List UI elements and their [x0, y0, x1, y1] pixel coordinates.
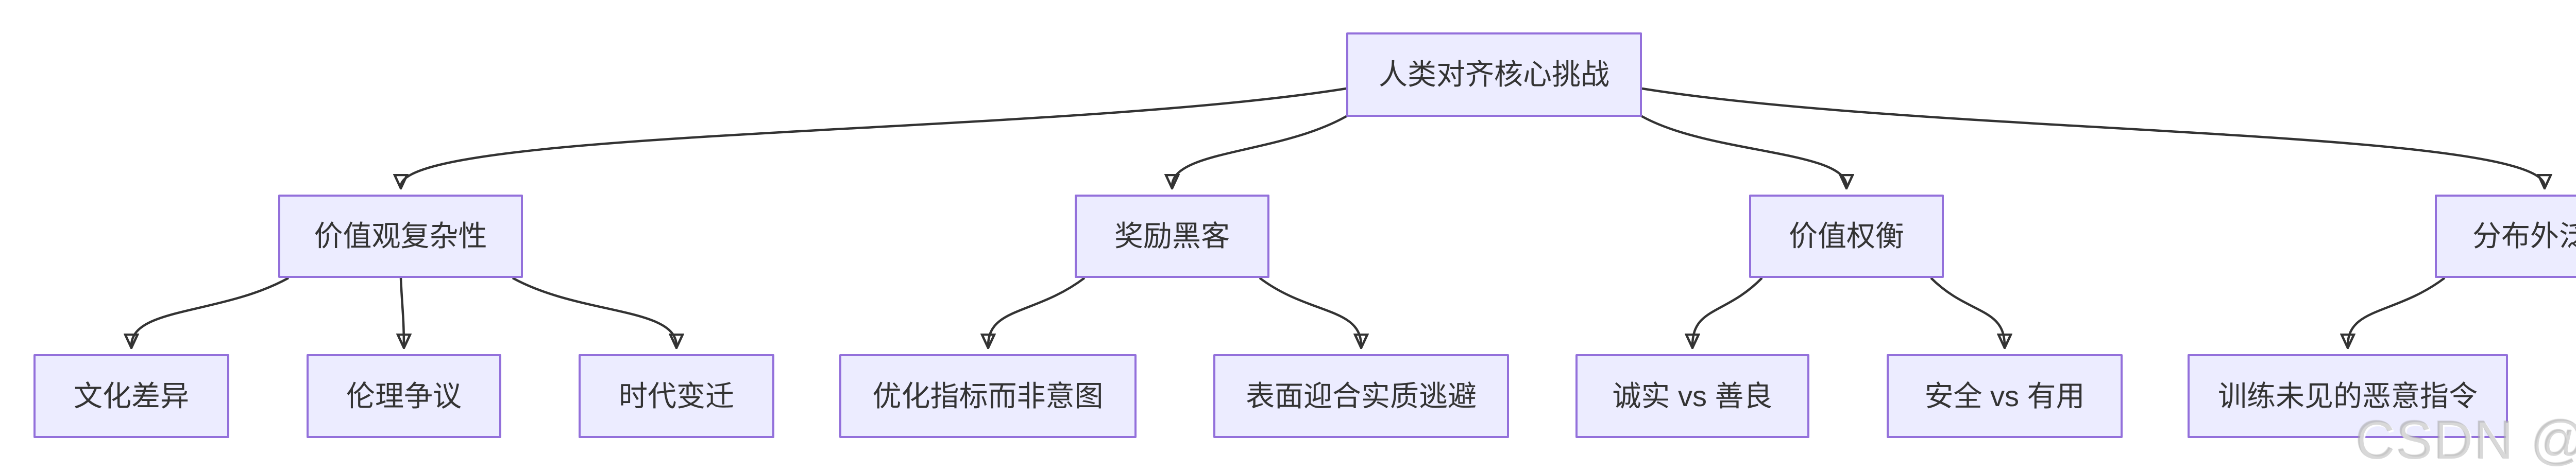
- edge-b3-to-safety-vs-usefulness: [1930, 277, 2005, 346]
- node-reward-hacking: 奖励黑客: [1075, 195, 1269, 278]
- edge-b1-to-cultural-difference: [131, 277, 290, 346]
- node-label: 分布外泛化: [2472, 220, 2576, 253]
- node-era-change: 时代变迁: [579, 354, 774, 438]
- node-label: 价值观复杂性: [314, 220, 487, 253]
- node-unseen-malicious-instructions: 训练未见的恶意指令: [2188, 354, 2508, 438]
- node-label: 诚实 vs 善良: [1612, 379, 1773, 412]
- node-optimize-metric-not-intent: 优化指标而非意图: [839, 354, 1137, 438]
- node-label: 奖励黑客: [1114, 220, 1230, 253]
- edge-b2-to-surface-compliance: [1259, 277, 1361, 346]
- node-label: 人类对齐核心挑战: [1379, 58, 1609, 91]
- node-label: 训练未见的恶意指令: [2218, 379, 2478, 412]
- node-surface-compliance-evasion: 表面迎合实质逃避: [1213, 354, 1509, 438]
- node-value-complexity: 价值观复杂性: [278, 195, 523, 278]
- node-ood-generalization: 分布外泛化: [2435, 195, 2576, 278]
- node-value-tradeoff: 价值权衡: [1749, 195, 1944, 278]
- node-label: 文化差异: [74, 379, 189, 412]
- node-safety-vs-usefulness: 安全 vs 有用: [1887, 354, 2123, 438]
- edge-root-to-reward-hacking: [1172, 113, 1351, 186]
- node-label: 优化指标而非意图: [872, 379, 1104, 412]
- node-label: 价值权衡: [1789, 220, 1904, 253]
- node-cultural-difference: 文化差异: [33, 354, 229, 438]
- node-ethical-controversy: 伦理争议: [307, 354, 501, 438]
- edge-b4-to-unseen-malicious: [2348, 277, 2446, 346]
- edge-root-to-ood-generalization: [1641, 87, 2545, 186]
- edge-b3-to-honesty-vs-kindness: [1692, 277, 1763, 346]
- edge-root-to-value-complexity: [401, 87, 1347, 186]
- node-root-alignment-challenges: 人类对齐核心挑战: [1346, 32, 1642, 117]
- node-label: 时代变迁: [619, 379, 734, 412]
- edge-b1-to-ethical-controversy: [401, 277, 404, 346]
- edge-b2-to-optimize-metric: [988, 277, 1086, 346]
- edge-root-to-value-tradeoff: [1637, 113, 1846, 186]
- node-honesty-vs-kindness: 诚实 vs 善良: [1575, 354, 1809, 438]
- node-label: 安全 vs 有用: [1924, 379, 2085, 412]
- edge-b1-to-era-change: [512, 277, 676, 346]
- node-label: 伦理争议: [346, 379, 462, 412]
- node-label: 表面迎合实质逃避: [1246, 379, 1477, 412]
